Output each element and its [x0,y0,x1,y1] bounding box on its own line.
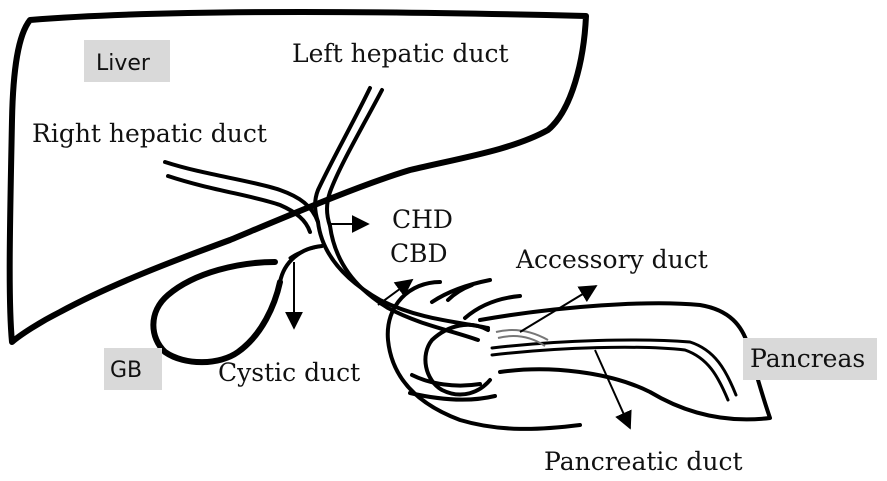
cbd-label: CBD [390,239,448,268]
common-bile-duct [318,222,488,328]
pancreatic-duct-label: Pancreatic duct [544,447,743,476]
cystic-duct-label: Cystic duct [218,358,360,387]
accessory-duct-label: Accessory duct [515,245,708,274]
duodenum-lumen [412,375,480,386]
pancreas-outline [480,303,770,419]
gallbladder-outline [153,262,280,362]
pancreas-label: Pancreas [750,344,865,373]
gb-label: GB [110,358,142,383]
pancreatic-duct-arrow [595,350,630,428]
right-hepatic-duct-label: Right hepatic duct [32,119,267,148]
liver-label: Liver [96,51,151,76]
right-hepatic-duct-wall [168,176,310,232]
pancreatic-duct-wall [492,347,728,400]
left-hepatic-duct-label: Left hepatic duct [292,39,509,68]
chd-label: CHD [392,205,453,234]
accessory-duct-arrow [520,286,596,332]
